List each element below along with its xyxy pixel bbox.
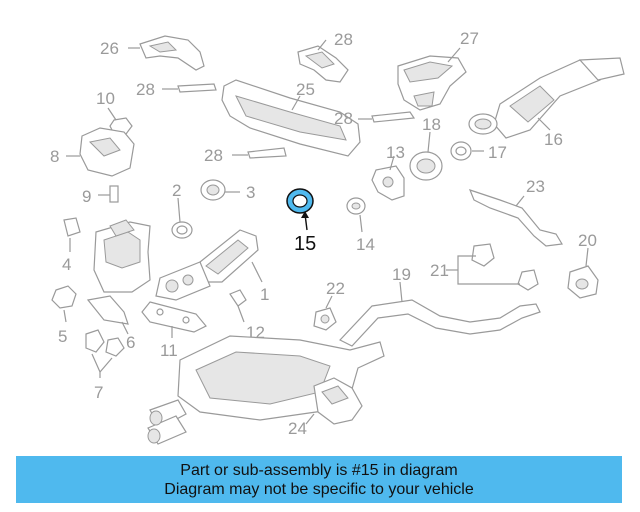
part-18-clamp	[409, 131, 443, 181]
callout-28a: 28	[136, 80, 155, 99]
callout-2: 2	[172, 181, 181, 200]
callout-3: 3	[246, 183, 255, 202]
part-23-heat-shield	[468, 189, 563, 247]
callout-14: 14	[356, 235, 375, 254]
part-6-gasket	[86, 295, 129, 335]
part-28-strip-a	[162, 83, 217, 93]
callout-8: 8	[50, 147, 59, 166]
callout-19: 19	[392, 265, 411, 284]
callout-10: 10	[96, 89, 115, 108]
callout-13: 13	[386, 143, 405, 162]
callout-18: 18	[422, 115, 441, 134]
part-2-gasket	[171, 197, 193, 239]
exhaust-parts-diagram: 26 28 28 27 25 28 16	[50, 29, 625, 445]
part-29-shield	[297, 39, 349, 83]
part-19-intermediate-pipe	[339, 281, 541, 347]
part-22-hanger	[313, 295, 337, 331]
exhaust-manifold	[93, 219, 151, 293]
callout-17: 17	[488, 143, 507, 162]
part-24-bracket	[305, 377, 363, 425]
callout-6: 6	[126, 333, 135, 352]
callout-1: 1	[260, 285, 269, 304]
part-8-bracket	[66, 127, 135, 177]
info-banner: Part or sub-assembly is #15 in diagram D…	[16, 456, 622, 503]
part-15-gasket-highlighted	[286, 188, 314, 231]
part-28-strip-b	[358, 111, 416, 123]
callout-9: 9	[82, 187, 91, 206]
part-12-bolt	[229, 289, 247, 323]
callout-7: 7	[94, 383, 103, 402]
part-25-heat-shield	[221, 79, 361, 157]
callout-16: 16	[544, 130, 563, 149]
callout-28b: 28	[334, 109, 353, 128]
part-21-hangers	[446, 243, 539, 291]
callout-26: 26	[100, 39, 119, 58]
part-11-flange	[141, 301, 207, 338]
part-4-bracket	[63, 217, 81, 252]
part-5-nut	[51, 285, 77, 323]
part-1-converter	[155, 229, 263, 301]
part-9-stud	[98, 185, 119, 203]
callout-22: 22	[326, 279, 345, 298]
part-16-converter	[468, 57, 625, 139]
part-26-bracket	[128, 35, 205, 71]
banner-line-1: Part or sub-assembly is #15 in diagram	[180, 462, 458, 479]
part-27-heat-shield	[397, 47, 467, 111]
callout-25: 25	[296, 80, 315, 99]
callout-27: 27	[460, 29, 479, 48]
callout-24: 24	[288, 419, 307, 438]
callout-20: 20	[578, 231, 597, 250]
part-17-gasket	[450, 141, 484, 161]
banner-line-2: Diagram may not be specific to your vehi…	[164, 481, 474, 498]
callout-11: 11	[160, 341, 178, 360]
part-13-hanger	[371, 155, 405, 201]
callout-5: 5	[58, 327, 67, 346]
part-20-isolator	[567, 247, 599, 299]
callout-29: 28	[334, 30, 353, 49]
part-28-strip-c	[232, 147, 287, 159]
callout-4: 4	[62, 255, 71, 274]
part-7-nuts	[85, 329, 125, 378]
part-14-gasket	[346, 197, 366, 233]
callout-15: 15	[294, 233, 316, 255]
callout-28c: 28	[204, 146, 223, 165]
part-3-clamp	[200, 179, 240, 201]
callout-21: 21	[430, 261, 449, 280]
callout-23: 23	[526, 177, 545, 196]
